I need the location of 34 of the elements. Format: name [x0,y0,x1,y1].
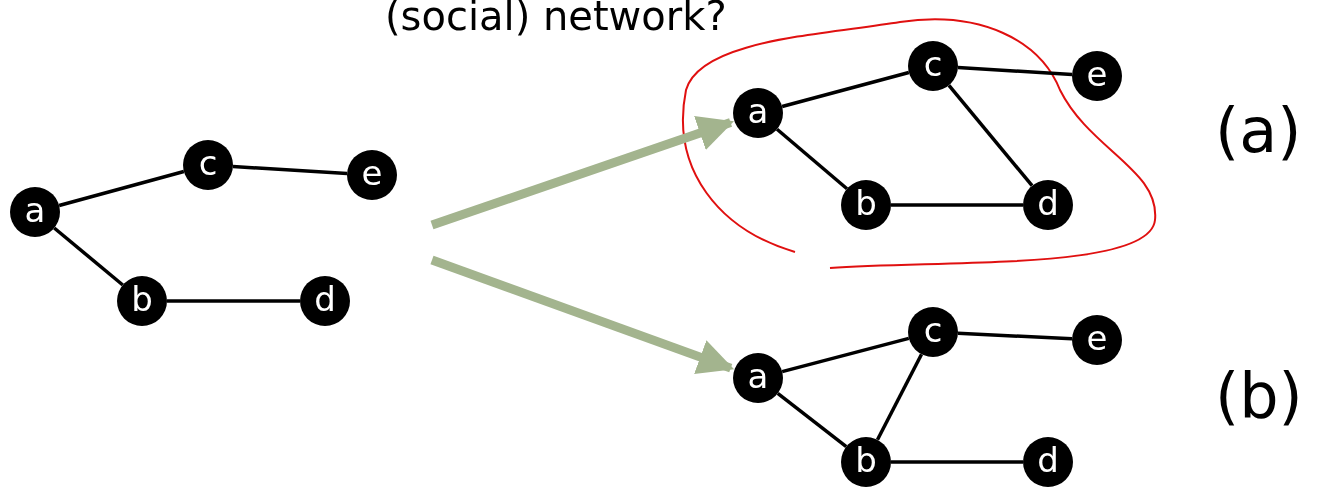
graph-edge [891,203,1023,207]
graph-vertex: e [347,150,397,200]
graph-vertex: b [841,437,891,487]
graph-vertex: a [733,353,783,403]
graph-edge [781,70,910,109]
arrow [430,115,734,230]
graph-edge [781,336,910,374]
arrow [430,255,735,375]
graph-vertex: a [10,187,60,237]
graph-edge [53,226,124,287]
graph-label: (a) [1215,100,1302,162]
graph-vertex: b [841,180,891,230]
graph-label: (b) [1215,365,1303,427]
graph-edge [58,169,185,208]
graph-vertex: e [1072,51,1122,101]
graph-edge [891,460,1023,464]
graph-vertex: e [1072,315,1122,365]
graph-edge [775,127,849,191]
graph-edge [957,331,1073,341]
graph-vertex: b [117,276,167,326]
graph-vertex: d [1023,180,1073,230]
graph-edge [957,65,1073,77]
graph-vertex: a [733,88,783,138]
graph-edge [875,353,924,441]
title: (social) network? [385,0,727,36]
graph-vertex: c [908,41,958,91]
graph-vertex: d [1023,437,1073,487]
graph-edge [167,299,300,303]
graph-vertex: c [908,307,958,357]
graph-vertex: d [300,276,350,326]
graph-vertex: c [183,140,233,190]
graph-edge [776,391,848,449]
graph-edge [947,84,1034,187]
graph-edge [232,164,348,176]
